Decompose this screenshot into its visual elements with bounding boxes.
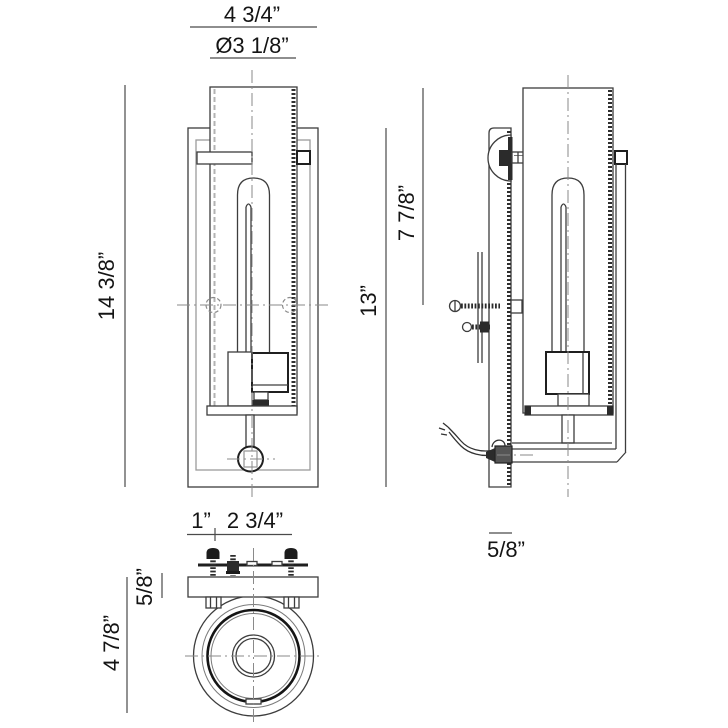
dim-overall-height: 14 3/8” — [94, 252, 119, 321]
frame-side — [512, 150, 628, 463]
dim-offset: 1” — [191, 508, 211, 533]
supply-wire — [438, 422, 536, 464]
bottom-view: 1” 2 3/4” 5/8” 4 7/8” — [99, 508, 322, 722]
dim-depth: 4 7/8” — [99, 615, 124, 671]
stem — [245, 414, 255, 448]
front-view: 4 3/4” Ø3 1/8” 14 3/8” 13” — [94, 2, 387, 497]
dim-frame-height: 13” — [356, 285, 381, 317]
wall-plate — [488, 127, 523, 488]
mounting-holes — [177, 296, 331, 314]
dim-glass-diameter: Ø3 1/8” — [215, 33, 288, 58]
side-view: 7 7/8” 5/8” — [394, 75, 628, 562]
dim-overall-width: 4 3/4” — [224, 2, 280, 27]
ball-finial — [227, 445, 275, 473]
dim-spacing: 2 3/4” — [227, 508, 283, 533]
bulb — [236, 177, 271, 352]
canopy-plate — [187, 576, 319, 609]
dim-plate-thickness: 5/8” — [132, 568, 157, 606]
frame-rail-section — [296, 150, 311, 165]
mounting-hardware — [448, 252, 500, 363]
mounting-strap — [198, 548, 308, 577]
dim-mount-height: 7 7/8” — [394, 185, 419, 241]
bracket-bar — [196, 151, 253, 165]
socket — [227, 351, 289, 407]
dim-plate-width: 5/8” — [487, 537, 525, 562]
